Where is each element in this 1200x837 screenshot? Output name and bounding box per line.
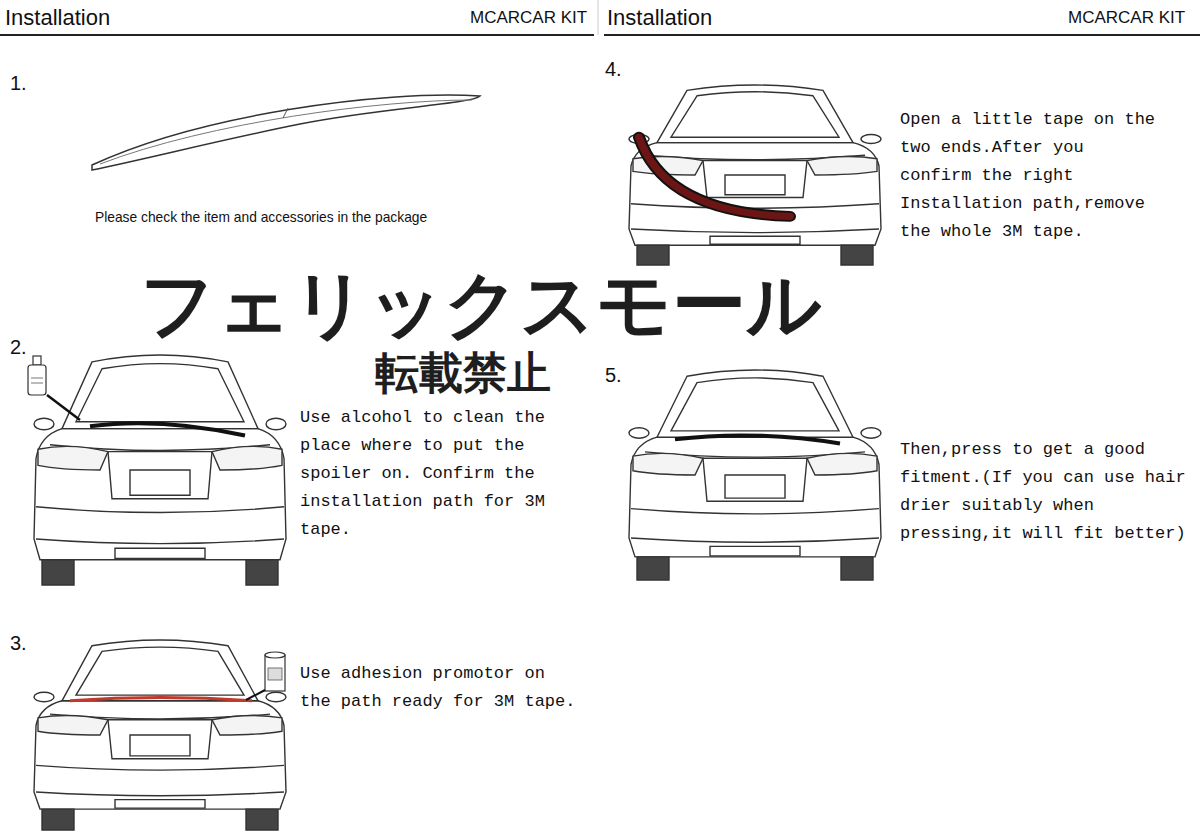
header-rule: [604, 34, 1200, 36]
car-rear-view: [629, 85, 881, 265]
header-rule: [0, 34, 594, 36]
step-number: 2.: [10, 336, 27, 358]
header-title: Installation: [5, 6, 110, 30]
kit-name: MCARCAR KIT: [470, 9, 587, 28]
step-instruction: Then,press to get a good fitment.(If you…: [900, 436, 1190, 548]
header-title: Installation: [607, 6, 712, 30]
promoter-can: [246, 652, 285, 700]
watermark: フェリックスモール: [140, 266, 822, 344]
car-rear-view: [34, 355, 286, 585]
watermark: 転載禁止: [375, 350, 551, 396]
step-instruction: Use alcohol to clean the place where to …: [300, 404, 590, 544]
step-instruction: Use adhesion promotor on the path ready …: [300, 660, 580, 716]
car-rear-view: [629, 370, 881, 580]
step-number: 1.: [10, 72, 27, 94]
step-number: 3.: [10, 632, 27, 654]
column-divider: [598, 0, 599, 35]
alcohol-bottle: [28, 356, 80, 420]
step-instruction: Open a little tape on the two ends.After…: [900, 106, 1162, 246]
step-number: 4.: [605, 58, 622, 80]
step-instruction: Please check the item and accessories in…: [95, 208, 427, 226]
kit-name: MCARCAR KIT: [1068, 9, 1185, 28]
step-number: 5.: [605, 364, 622, 386]
car-rear-view: [34, 640, 286, 830]
spoiler-drawing: [92, 95, 480, 170]
